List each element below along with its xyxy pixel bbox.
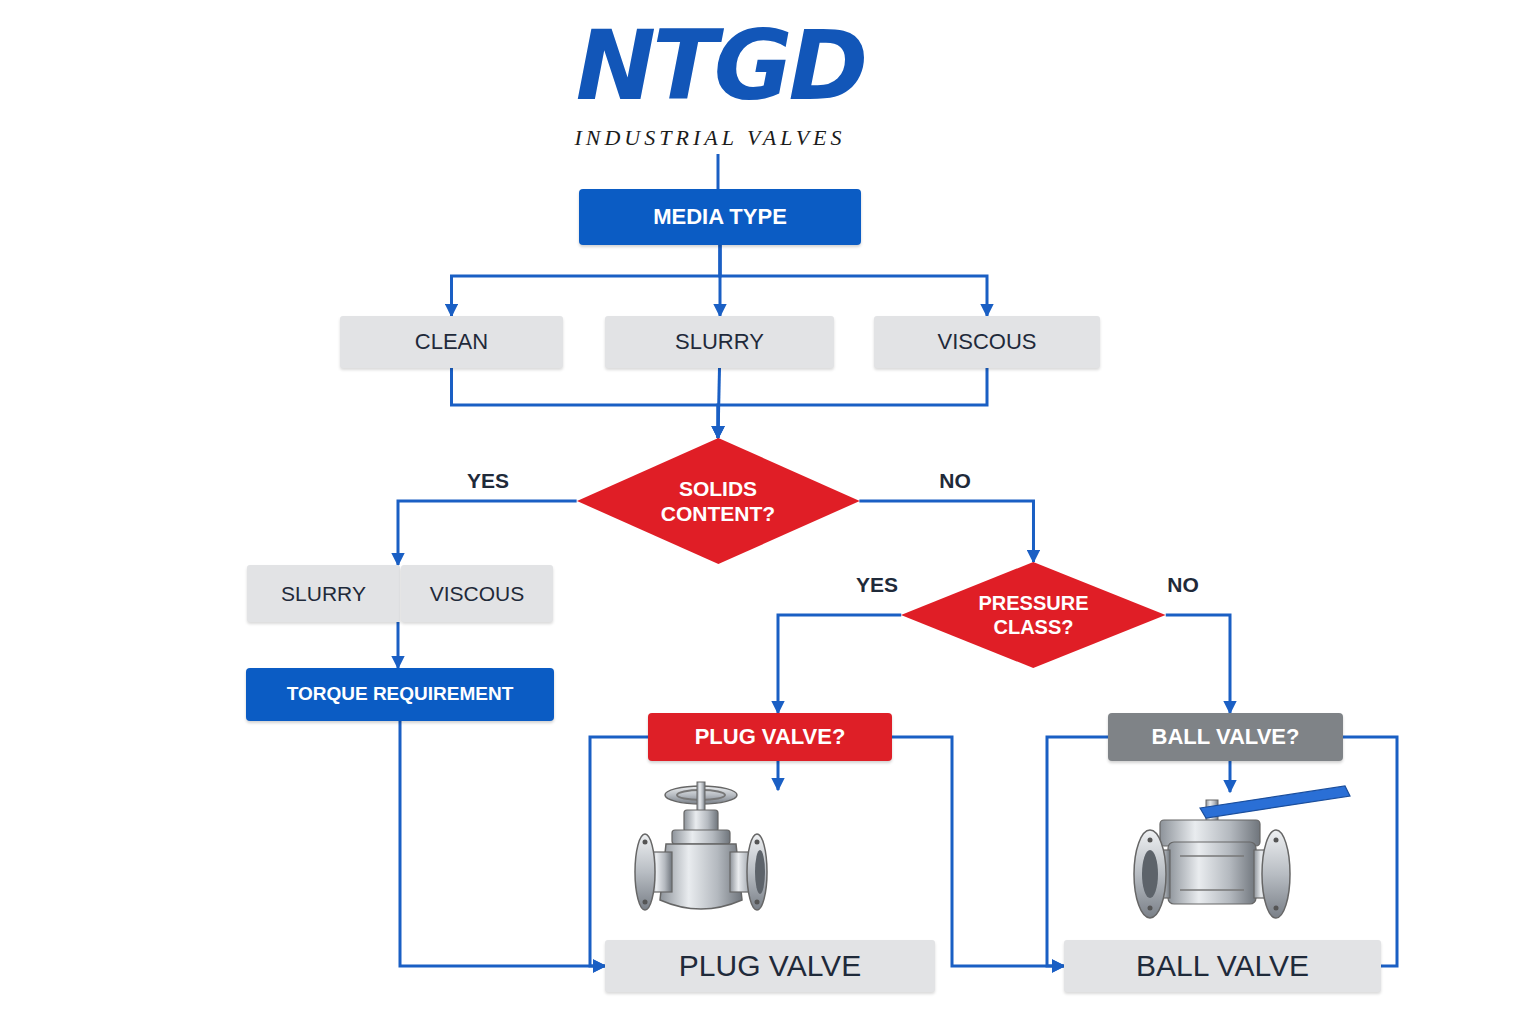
flow-connector: [452, 368, 718, 438]
option-box: VISCOUS: [401, 565, 553, 622]
diamond-fill: [901, 562, 1166, 668]
flow-connector: [1047, 737, 1108, 966]
flow-connector: [1343, 737, 1397, 966]
node-text: SLURRY: [675, 329, 764, 355]
diamond-outline: [577, 438, 860, 564]
diamond-fill: [577, 438, 860, 564]
decision-diamond: PRESSURE CLASS?: [901, 562, 1166, 668]
result-box: PLUG VALVE: [605, 940, 935, 992]
option-box: VISCOUS: [874, 316, 1100, 368]
diamond-outline: [901, 562, 1166, 668]
node-text: SOLIDS CONTENT?: [643, 476, 793, 526]
node-text: MEDIA TYPE: [653, 204, 787, 230]
flow-connector: [452, 245, 721, 316]
decision-diamond: SOLIDS CONTENT?: [577, 438, 860, 564]
plug-valve-illustration: [635, 782, 767, 910]
node-text: TORQUE REQUIREMENT: [287, 683, 514, 706]
node-text: BALL VALVE?: [1152, 724, 1300, 750]
node-text: PRESSURE CLASS?: [963, 591, 1103, 639]
logo-subtitle: INDUSTRIAL VALVES: [574, 125, 845, 151]
edge-label: NO: [936, 470, 974, 491]
flow-connector: [1166, 615, 1230, 713]
question-box: PLUG VALVE?: [648, 713, 892, 761]
flow-connector: [397, 622, 400, 668]
option-box: SLURRY: [605, 316, 834, 368]
flow-connector: [720, 245, 987, 316]
flow-connector: [859, 501, 1033, 562]
node-text: CLEAN: [415, 329, 488, 355]
ball-valve-illustration: [1134, 786, 1350, 918]
question-box: BALL VALVE?: [1108, 713, 1343, 761]
edge-label: YES: [853, 574, 901, 595]
process-box: TORQUE REQUIREMENT: [246, 668, 554, 721]
flow-connector: [398, 501, 577, 565]
pointer-arrow: [777, 761, 780, 790]
flow-connector: [778, 615, 901, 713]
node-text: VISCOUS: [430, 581, 525, 606]
flow-connector: [892, 737, 1064, 966]
option-box: SLURRY: [247, 565, 400, 622]
node-text: PLUG VALVE: [679, 948, 861, 984]
flow-connector: [590, 737, 648, 966]
logo-title: NTGD: [576, 18, 864, 114]
node-text: BALL VALVE: [1136, 948, 1309, 984]
pointer-arrow: [1229, 761, 1232, 792]
flow-connector: [400, 721, 605, 966]
process-box: MEDIA TYPE: [579, 189, 861, 245]
edge-label: YES: [464, 470, 512, 491]
flow-connector: [718, 368, 987, 438]
result-box: BALL VALVE: [1064, 940, 1381, 992]
option-box: CLEAN: [340, 316, 563, 368]
node-text: SLURRY: [281, 581, 366, 606]
node-text: VISCOUS: [937, 329, 1036, 355]
edge-label: NO: [1164, 574, 1202, 595]
logo-line: [717, 154, 720, 189]
node-text: PLUG VALVE?: [695, 724, 846, 750]
